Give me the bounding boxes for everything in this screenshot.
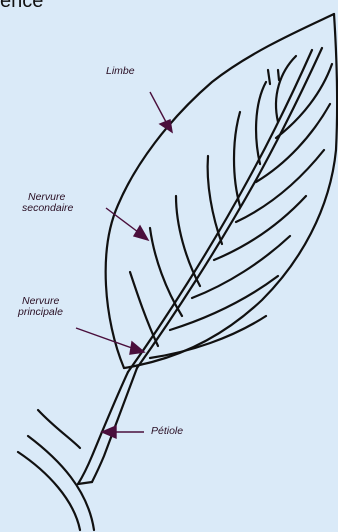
arrow-principale-line <box>76 328 132 348</box>
petiole-right <box>92 368 137 482</box>
mark-1 <box>268 70 270 84</box>
mark-2 <box>278 70 279 80</box>
arrow-principale-head <box>130 342 144 354</box>
twig-left-branch <box>38 410 80 448</box>
arrow-secondaire-head <box>134 226 148 240</box>
label-nervure-principale-line2: principale <box>18 307 63 318</box>
vein-left-1 <box>130 272 158 346</box>
vein-left-5 <box>234 112 240 206</box>
twig-lower <box>18 452 80 530</box>
vein-right-5 <box>236 150 324 222</box>
label-nervure-secondaire-line2: secondaire <box>22 203 73 214</box>
leaf-outline-left <box>106 14 334 368</box>
midrib-left <box>128 50 312 372</box>
petiole-left <box>78 372 128 484</box>
arrow-limbe-line <box>150 92 166 122</box>
vein-right-3 <box>192 236 290 298</box>
label-limbe: Limbe <box>106 66 135 77</box>
vein-left-2 <box>150 228 182 316</box>
vein-left-3 <box>176 196 200 286</box>
vein-left-6 <box>256 82 266 164</box>
label-petiole: Pétiole <box>151 426 183 437</box>
